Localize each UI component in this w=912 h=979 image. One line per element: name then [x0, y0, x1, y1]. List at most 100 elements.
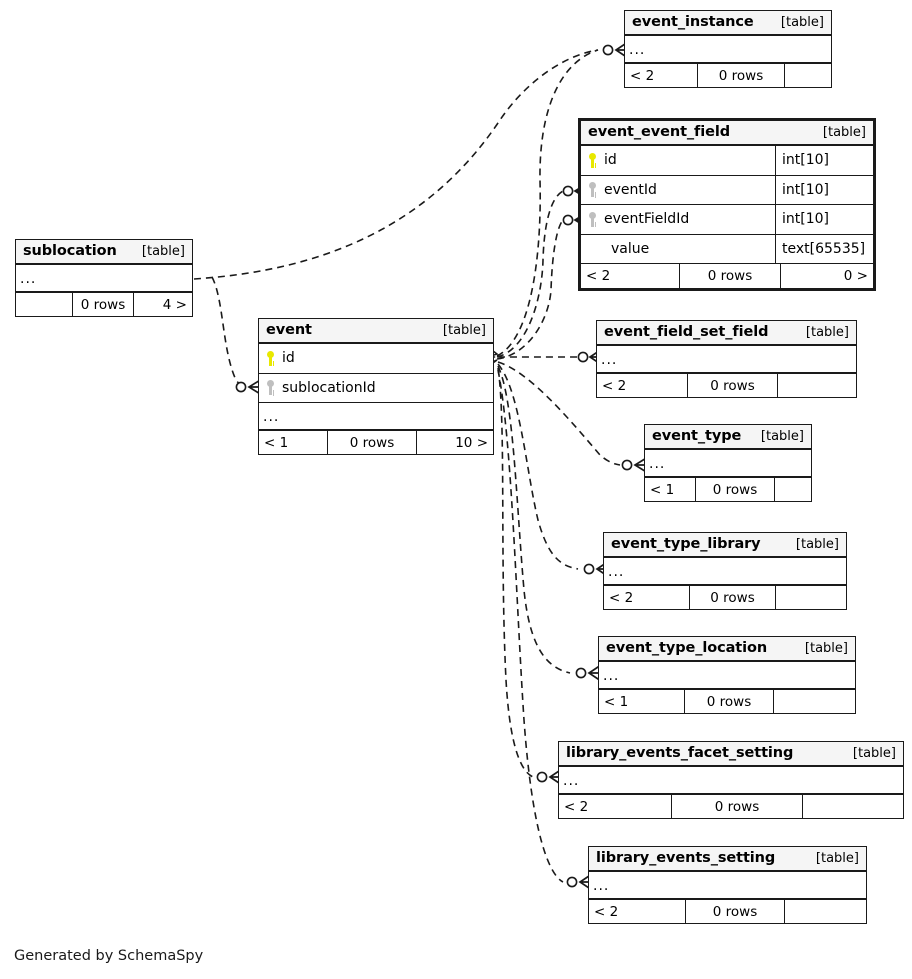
column-name: sublocationId — [282, 379, 376, 396]
hidden-columns-ellipsis: ... — [645, 450, 811, 477]
table-header-event_type_location: event_type_location[table] — [599, 637, 855, 662]
primary-key-icon — [587, 152, 598, 168]
table-header-sublocation: sublocation[table] — [16, 240, 192, 265]
generated-by-label: Generated by SchemaSpy — [14, 948, 204, 964]
table-column-row: eventId int[10] — [581, 175, 873, 205]
table-footer-right — [785, 64, 833, 87]
table-type-tag: [table] — [795, 536, 839, 552]
table-type-tag: [table] — [852, 745, 896, 761]
edge-event-library-events-facet-setting — [497, 367, 534, 778]
table-name-event_type_location: event_type_location — [606, 640, 768, 656]
column-datatype: int[10] — [775, 175, 873, 204]
table-name-event_type: event_type — [652, 428, 742, 444]
table-footer-left: < 1 — [604, 693, 629, 710]
edge-event-event-type-library — [497, 363, 579, 570]
table-name-event_type_library: event_type_library — [611, 536, 761, 552]
table-footer-right — [776, 586, 846, 609]
primary-key-icon — [265, 350, 276, 366]
table-footer-left — [16, 293, 72, 316]
table-footer-mid: 0 rows — [689, 586, 776, 609]
table-footer-mid: 0 rows — [671, 795, 803, 818]
column-label-cell: value — [581, 241, 775, 257]
table-footer-mid: 0 rows — [327, 431, 417, 454]
edge-event-event-event-field-eventid — [496, 190, 564, 358]
table-footer-left: < 1 — [264, 434, 289, 451]
table-header-event_type: event_type [table] — [645, 425, 811, 450]
table-name-event: event — [266, 322, 312, 338]
table-footer-right — [778, 374, 856, 397]
edge-sublocation-event — [211, 276, 244, 388]
table-name-event_event_field: event_event_field — [588, 124, 731, 140]
table-type-tag: [table] — [822, 124, 866, 140]
table-footer-right — [775, 478, 811, 501]
table-name-event_field_set_field: event_field_set_field — [604, 324, 769, 340]
table-header-event_event_field: event_event_field [table] — [581, 121, 873, 146]
table-header-event_instance: event_instance [table] — [625, 11, 831, 36]
column-name: value — [611, 240, 650, 257]
table-footer-mid: 0 rows — [697, 64, 785, 87]
hidden-columns-ellipsis: ... — [16, 265, 192, 292]
column-name: eventId — [604, 181, 657, 198]
hidden-columns-ellipsis: ... — [259, 403, 493, 430]
table-footer-right — [785, 900, 866, 923]
edge-sublocation-event-instance — [193, 49, 599, 280]
edge-event-library-events-setting — [497, 369, 564, 883]
column-label-cell: id — [581, 152, 775, 168]
table-type-tag: [table] — [780, 14, 824, 30]
column-datatype: int[10] — [775, 146, 873, 175]
hidden-columns-ellipsis: ... — [597, 346, 856, 373]
table-footer-mid: 0 rows — [695, 478, 775, 501]
table-column-row: eventFieldId int[10] — [581, 205, 873, 235]
table-name-library_events_setting: library_events_setting — [596, 850, 776, 866]
table-type-tag: [table] — [815, 850, 859, 866]
table-library_events_facet_setting[interactable]: library_events_facet_setting[table]...< … — [558, 741, 904, 819]
table-type-tag: [table] — [141, 243, 185, 259]
hidden-columns-ellipsis: ... — [589, 872, 866, 899]
foreign-key-icon — [587, 182, 598, 198]
table-event_instance[interactable]: event_instance [table]... < 2 0 rows — [624, 10, 832, 88]
table-header-library_events_setting: library_events_setting [table] — [589, 847, 866, 872]
table-column-row: sublocationId — [259, 374, 493, 403]
hidden-columns-ellipsis: ... — [625, 36, 831, 63]
hidden-columns-ellipsis: ... — [559, 767, 903, 794]
table-header-event: event[table] — [259, 319, 493, 344]
column-label-cell: sublocationId — [259, 380, 493, 396]
table-footer-mid: 0 rows — [687, 374, 778, 397]
table-footer-mid: 0 rows — [72, 293, 134, 316]
table-footer-mid: 0 rows — [684, 690, 774, 713]
column-name: eventFieldId — [604, 211, 690, 228]
table-footer-right — [774, 690, 855, 713]
table-event_type[interactable]: event_type [table]... < 1 0 rows — [644, 424, 812, 502]
column-datatype: int[10] — [775, 205, 873, 234]
column-label-cell: eventFieldId — [581, 211, 775, 227]
table-name-event_instance: event_instance — [632, 14, 754, 30]
table-footer-mid: 0 rows — [685, 900, 785, 923]
table-header-event_field_set_field: event_field_set_field[table] — [597, 321, 856, 346]
table-footer-left: < 1 — [650, 481, 675, 498]
column-label-cell: id — [259, 350, 493, 366]
table-footer-left: < 2 — [564, 798, 589, 815]
column-label-cell: eventId — [581, 182, 775, 198]
table-type-tag: [table] — [760, 428, 804, 444]
table-footer-mid: 0 rows — [679, 264, 781, 288]
table-footer-left: < 2 — [630, 67, 655, 84]
edge-event-event-type-location — [497, 365, 571, 674]
table-footer: < 2 0 rows — [559, 794, 903, 818]
table-column-row: id — [259, 344, 493, 374]
table-header-library_events_facet_setting: library_events_facet_setting[table] — [559, 742, 903, 767]
